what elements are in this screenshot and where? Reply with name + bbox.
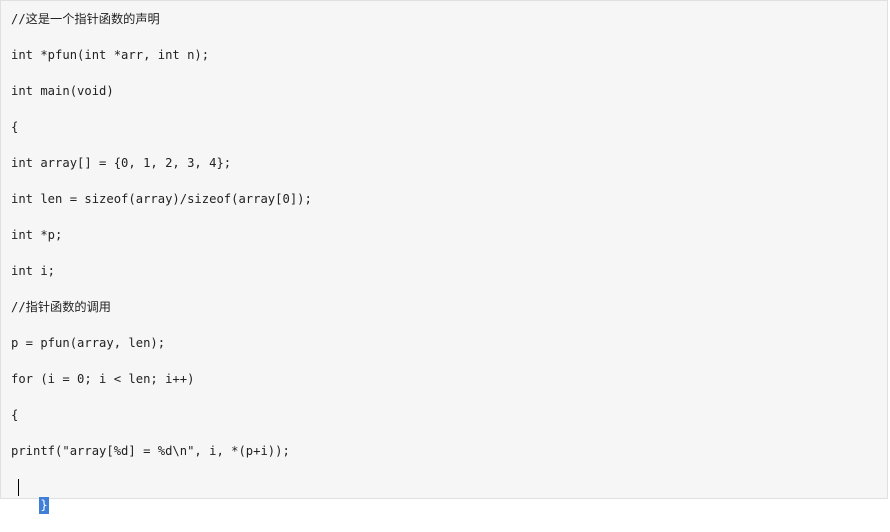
code-line-closing-brace[interactable]: }: [11, 478, 49, 514]
code-line-printf: printf("array[%d] = %d\n", i, *(p+i));: [11, 444, 290, 458]
code-line-index-declaration: int i;: [11, 264, 56, 278]
code-line-for-loop: for (i = 0; i < len; i++): [11, 372, 195, 386]
code-line-loop-open-brace: {: [11, 408, 19, 422]
text-caret: [18, 479, 19, 496]
code-line-comment-declaration: //这是一个指针函数的声明: [11, 12, 160, 26]
code-line-pointer-declaration: int *p;: [11, 228, 63, 242]
code-line-main-signature: int main(void): [11, 84, 114, 98]
code-editor-panel[interactable]: //这是一个指针函数的声明 int *pfun(int *arr, int n)…: [0, 0, 888, 514]
code-line-array-declaration: int array[] = {0, 1, 2, 3, 4};: [11, 156, 232, 170]
code-line-function-declaration: int *pfun(int *arr, int n);: [11, 48, 210, 62]
code-line-function-call: p = pfun(array, len);: [11, 336, 166, 350]
code-line-open-brace: {: [11, 120, 19, 134]
code-line-length-declaration: int len = sizeof(array)/sizeof(array[0])…: [11, 192, 312, 206]
code-line-comment-call: //指针函数的调用: [11, 300, 111, 314]
selected-text[interactable]: }: [39, 497, 49, 514]
